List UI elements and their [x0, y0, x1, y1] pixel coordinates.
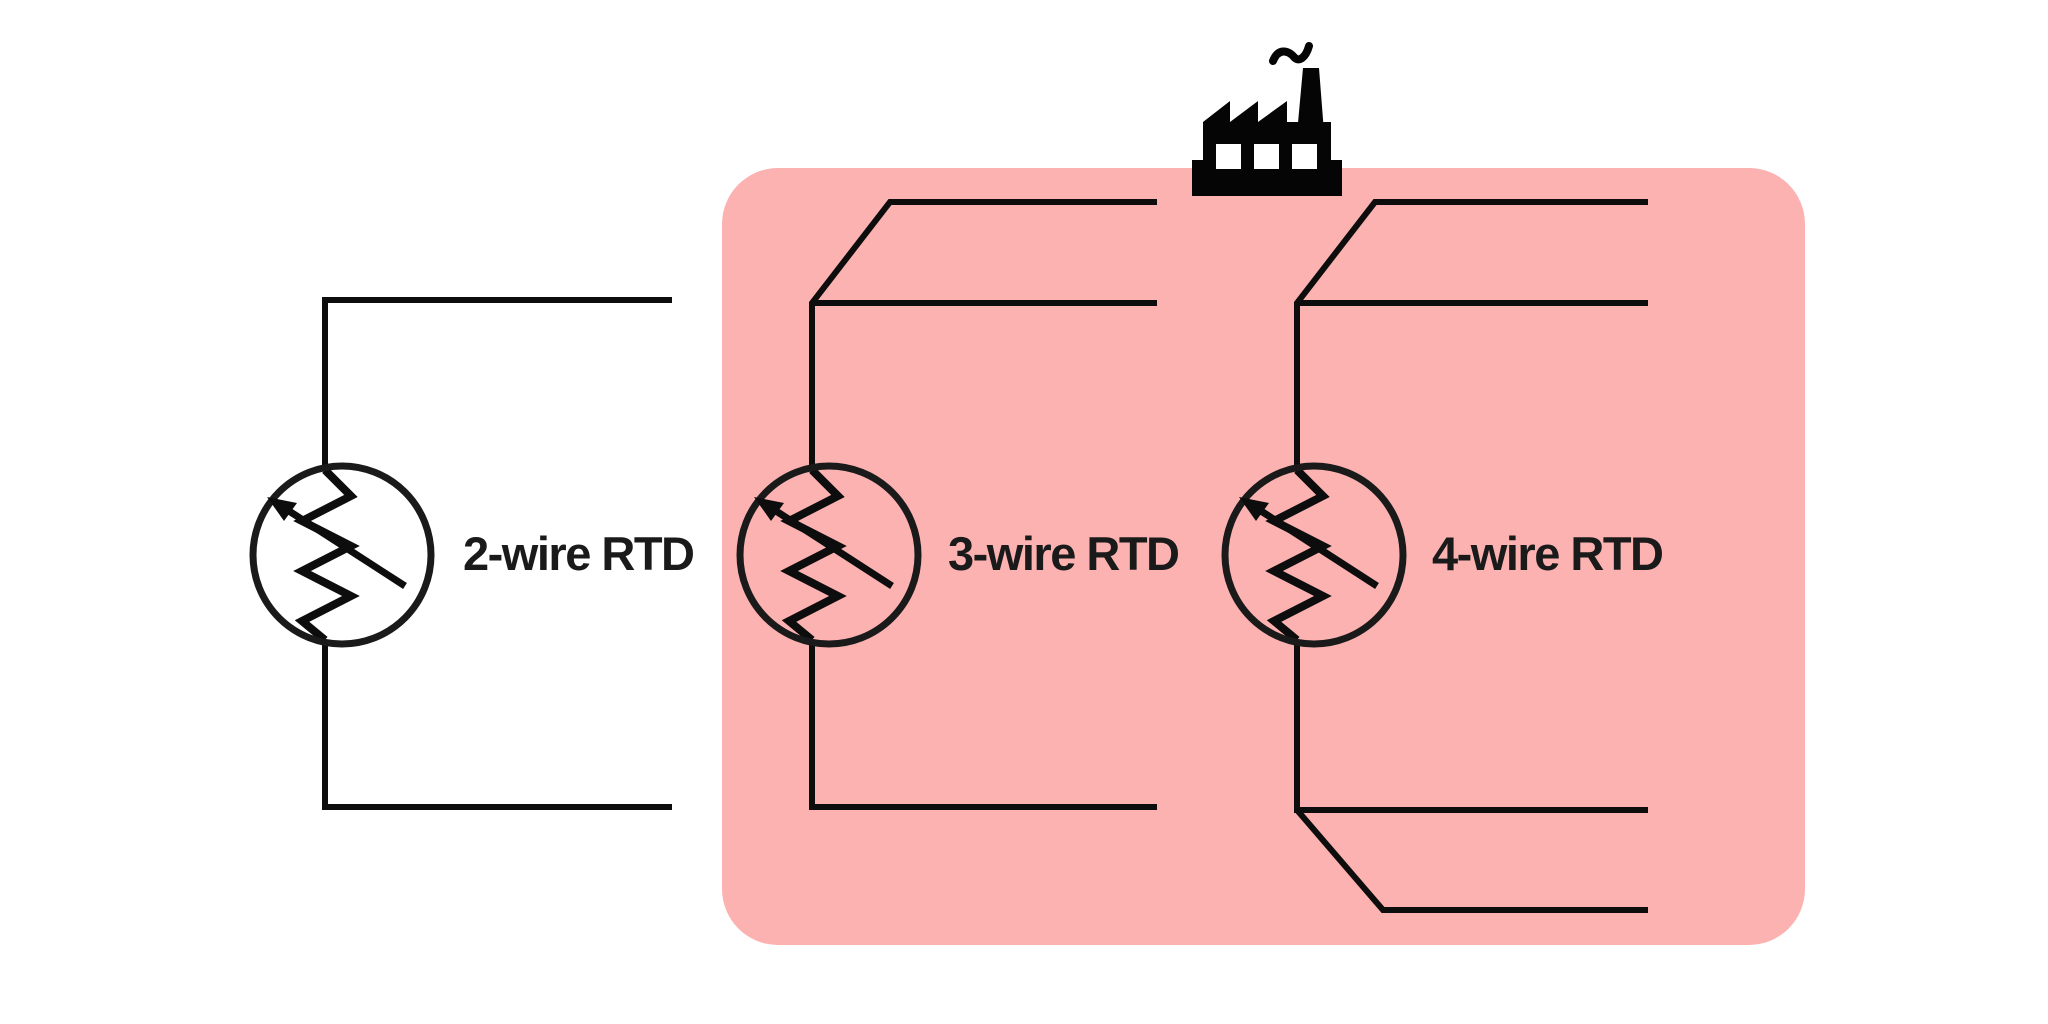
resistor-zigzag-2wire	[293, 467, 360, 644]
wire-bottom-3wire	[809, 640, 1157, 810]
factory-icon	[1192, 42, 1342, 196]
circuit-label-3wire: 3-wire RTD	[948, 527, 1179, 580]
circuit-2-wire: 2-wire RTD	[249, 297, 695, 810]
factory-window-3	[1292, 144, 1317, 169]
wire-top-2wire	[322, 297, 672, 470]
wire-top1-4wire	[1294, 199, 1648, 470]
factory-window-2	[1254, 144, 1279, 169]
circuit-3-wire: 3-wire RTD	[736, 199, 1180, 810]
factory-smoke-icon	[1269, 42, 1313, 65]
rtd-symbol-circle-3wire	[736, 462, 922, 648]
circuit-label-2wire: 2-wire RTD	[463, 527, 694, 580]
factory-chimney	[1296, 68, 1325, 145]
highlight-region	[722, 168, 1805, 945]
rtd-symbol-circle-2wire	[249, 462, 435, 648]
circuit-label-4wire: 4-wire RTD	[1432, 527, 1663, 580]
variable-arrow-head-4wire	[1239, 497, 1269, 521]
circuit-4-wire: 4-wire RTD	[1221, 199, 1664, 913]
factory-window-1	[1216, 144, 1241, 169]
resistor-zigzag-4wire	[1265, 467, 1332, 644]
variable-arrow-head-3wire	[754, 497, 784, 521]
wire-bottom-2wire	[322, 640, 672, 810]
wire-top1-3wire	[809, 199, 1157, 470]
variable-arrow-shaft-2wire	[287, 508, 407, 589]
wire-bottom2-4wire	[1294, 808, 1648, 913]
variable-arrow-head-2wire	[267, 497, 297, 521]
resistor-zigzag-3wire	[780, 467, 847, 644]
variable-arrow-shaft-3wire	[774, 508, 894, 589]
rtd-symbol-circle-4wire	[1221, 462, 1407, 648]
variable-arrow-shaft-4wire	[1259, 508, 1379, 589]
